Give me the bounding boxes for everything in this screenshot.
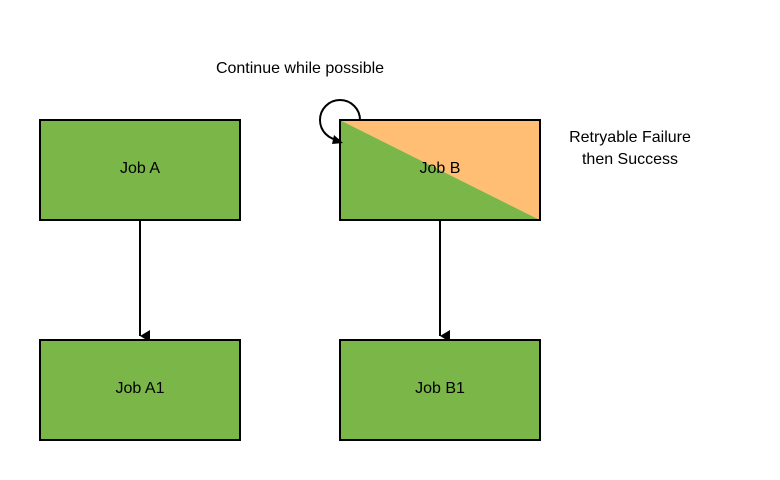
continue-annotation: Continue while possible [216, 60, 384, 77]
node-job-a1-label: Job A1 [116, 380, 165, 397]
node-job-a[interactable]: Job A [39, 119, 241, 221]
node-job-b-label: Job B [420, 160, 461, 177]
edge-job-b-self-loop [319, 99, 361, 141]
node-job-b1-label: Job B1 [415, 380, 465, 397]
node-job-b[interactable]: Job B [339, 119, 541, 221]
node-job-a-label: Job A [120, 160, 160, 177]
job-b-failure-region [340, 120, 540, 220]
self-loop-arrowhead [332, 135, 343, 144]
retry-annotation-line2: then Success [582, 151, 678, 168]
retry-annotation-line1: Retryable Failure [569, 129, 691, 146]
node-job-a1[interactable]: Job A1 [39, 339, 241, 441]
node-job-b1[interactable]: Job B1 [339, 339, 541, 441]
